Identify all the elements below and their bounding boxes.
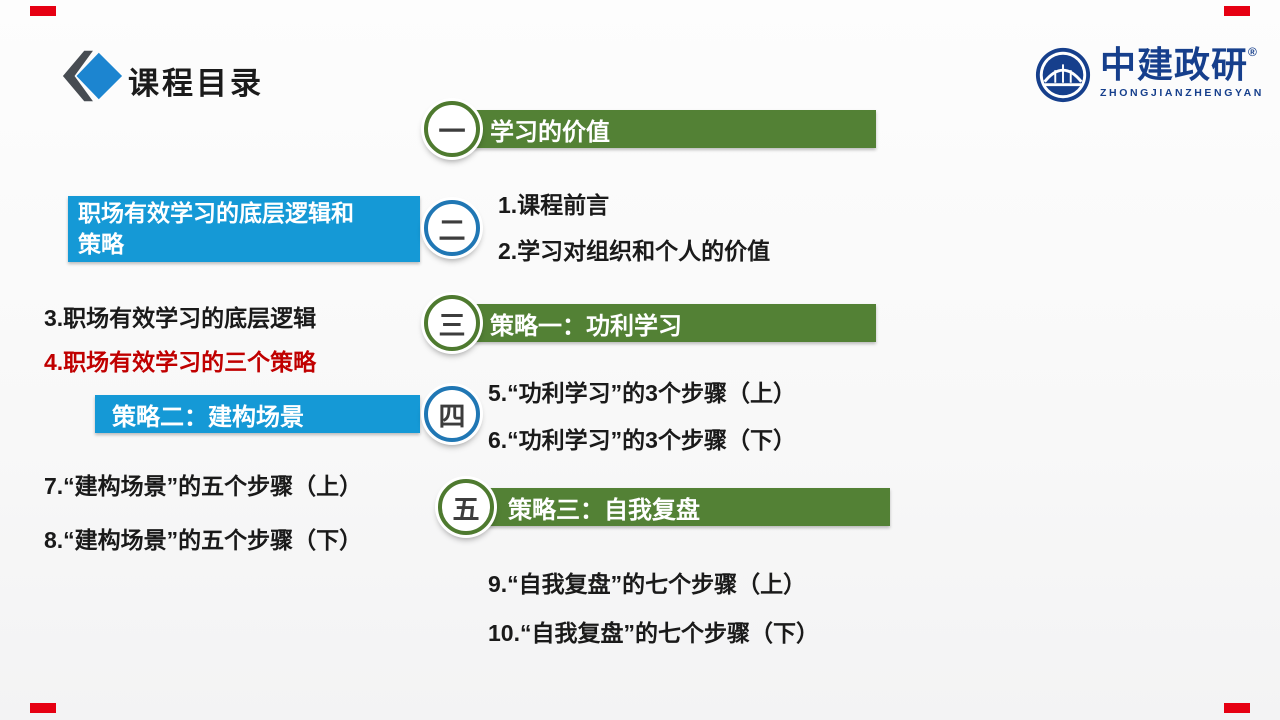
numbered-circle-5: 五: [438, 479, 494, 535]
section-title-3: 策略一：功利学习: [490, 312, 682, 340]
section-title-4: 策略二：建构场景: [112, 403, 304, 431]
section-bar-5: 策略三：自我复盘: [466, 488, 890, 526]
toc-item-8: 8.“建构场景”的五个步骤（下）: [44, 527, 363, 553]
logo-subtitle: ZHONGJIANZHENGYAN: [1100, 86, 1264, 99]
toc-item-5: 5.“功利学习”的3个步骤（上）: [488, 380, 796, 406]
toc-item-3: 3.职场有效学习的底层逻辑: [44, 305, 317, 331]
section-title-2-line2: 策略: [78, 231, 124, 257]
company-logo: 中建政研® ZHONGJIANZHENGYAN: [1034, 46, 1264, 104]
section-bar-4: 策略二：建构场景: [95, 395, 420, 433]
section-title-5: 策略三：自我复盘: [508, 496, 700, 524]
section-bar-3: 策略一：功利学习: [452, 304, 876, 342]
section-bar-1: 学习的价值: [452, 110, 876, 148]
corner-mark-top-right: [1224, 6, 1250, 16]
logo-globe-icon: [1034, 46, 1092, 104]
toc-item-4: 4.职场有效学习的三个策略: [44, 349, 317, 375]
logo-name: 中建政研®: [1100, 44, 1258, 85]
corner-mark-bottom-left: [30, 703, 56, 713]
section-bar-2: 职场有效学习的底层逻辑和 策略: [68, 196, 420, 262]
title-diamond-icon: [60, 46, 124, 106]
corner-mark-bottom-right: [1224, 703, 1250, 713]
toc-item-7: 7.“建构场景”的五个步骤（上）: [44, 473, 363, 499]
toc-item-2: 2.学习对组织和个人的价值: [498, 238, 771, 264]
numbered-circle-3: 三: [424, 295, 480, 351]
logo-text: 中建政研® ZHONGJIANZHENGYAN: [1100, 46, 1264, 99]
toc-item-6: 6.“功利学习”的3个步骤（下）: [488, 427, 796, 453]
numbered-circle-1: 一: [424, 101, 480, 157]
numbered-circle-2: 二: [424, 200, 480, 256]
toc-item-1: 1.课程前言: [498, 192, 610, 218]
registered-mark: ®: [1248, 45, 1258, 59]
section-title-2-line1: 职场有效学习的底层逻辑和: [78, 200, 354, 226]
numbered-circle-4: 四: [424, 386, 480, 442]
toc-item-10: 10.“自我复盘”的七个步骤（下）: [488, 620, 819, 646]
page-title: 课程目录: [128, 66, 264, 101]
section-title-1: 学习的价值: [490, 118, 610, 146]
corner-mark-top-left: [30, 6, 56, 16]
toc-item-9: 9.“自我复盘”的七个步骤（上）: [488, 571, 807, 597]
